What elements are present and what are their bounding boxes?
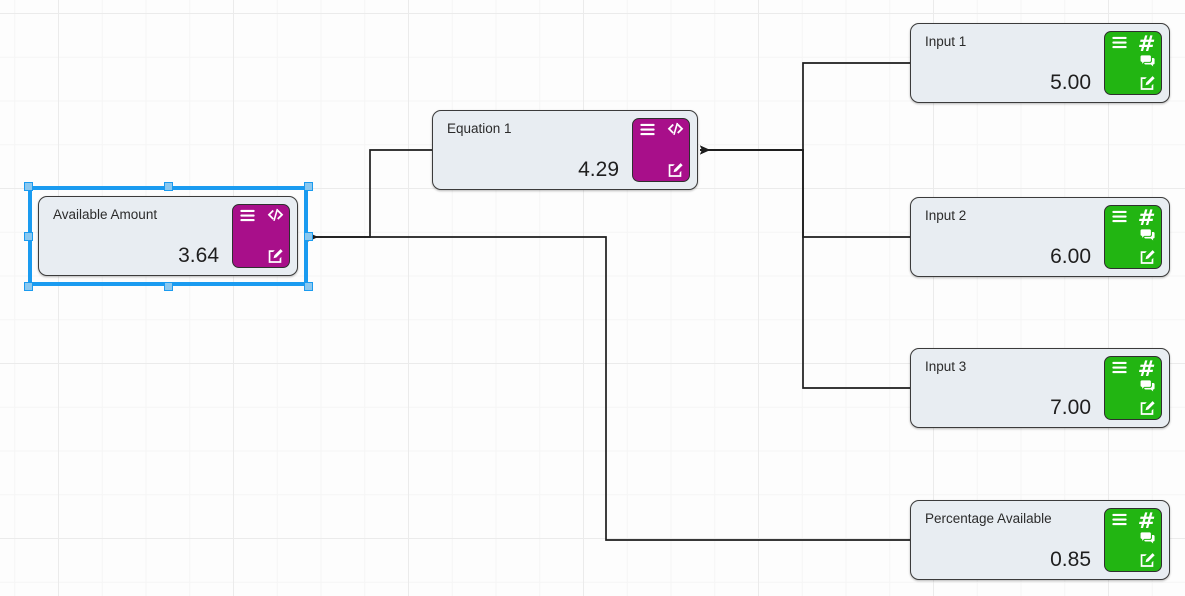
node-icon-panel[interactable] — [1104, 508, 1162, 572]
node-input-3[interactable]: Input 3 7.00 — [910, 348, 1170, 428]
node-icon-panel[interactable] — [1104, 205, 1162, 269]
node-title: Input 3 — [925, 359, 967, 374]
resize-handle-4[interactable] — [303, 231, 313, 241]
node-available-amount[interactable]: Available Amount 3.64 — [38, 196, 298, 276]
node-value: 5.00 — [1050, 71, 1091, 94]
comment-bubbles-icon[interactable] — [1139, 531, 1156, 548]
resize-handle-2[interactable] — [303, 181, 313, 191]
edit-pencil-icon[interactable] — [667, 162, 684, 179]
hash-icon[interactable] — [1138, 34, 1156, 51]
hash-icon[interactable] — [1138, 511, 1156, 528]
node-value: 7.00 — [1050, 396, 1091, 419]
resize-handle-3[interactable] — [23, 231, 33, 241]
edit-pencil-icon[interactable] — [1139, 552, 1156, 569]
code-brackets-icon[interactable] — [267, 207, 284, 224]
edit-pencil-icon[interactable] — [1139, 75, 1156, 92]
edit-pencil-icon[interactable] — [1139, 400, 1156, 417]
node-percentage-available[interactable]: Percentage Available 0.85 — [910, 500, 1170, 580]
comment-bubbles-icon[interactable] — [1139, 379, 1156, 396]
comment-bubbles-icon[interactable] — [1139, 54, 1156, 71]
resize-handle-0[interactable] — [23, 181, 33, 191]
hash-icon[interactable] — [1138, 208, 1156, 225]
hamburger-menu-icon[interactable] — [1111, 359, 1128, 376]
node-equation-1[interactable]: Equation 1 4.29 — [432, 110, 698, 190]
node-title: Percentage Available — [925, 511, 1052, 526]
hamburger-menu-icon[interactable] — [639, 121, 656, 138]
node-title: Input 2 — [925, 208, 967, 223]
node-input-2[interactable]: Input 2 6.00 — [910, 197, 1170, 277]
node-value: 6.00 — [1050, 245, 1091, 268]
comment-bubbles-icon[interactable] — [1139, 228, 1156, 245]
node-icon-panel[interactable] — [1104, 356, 1162, 420]
hamburger-menu-icon[interactable] — [1111, 208, 1128, 225]
edge-equation-1-to-available[interactable] — [308, 149, 432, 242]
edge-input-2-to-equation-1[interactable] — [700, 145, 910, 238]
node-value: 3.64 — [178, 244, 219, 267]
hamburger-menu-icon[interactable] — [1111, 511, 1128, 528]
node-title: Available Amount — [53, 207, 158, 222]
hash-icon[interactable] — [1138, 359, 1156, 376]
code-brackets-icon[interactable] — [667, 121, 684, 138]
edit-pencil-icon[interactable] — [267, 248, 284, 265]
node-icon-panel[interactable] — [1104, 31, 1162, 95]
resize-handle-7[interactable] — [303, 281, 313, 291]
node-value: 0.85 — [1050, 548, 1091, 571]
node-icon-panel[interactable] — [632, 118, 690, 182]
resize-handle-1[interactable] — [163, 181, 173, 191]
edge-input-1-to-equation-1[interactable] — [700, 62, 910, 155]
node-value: 4.29 — [578, 158, 619, 181]
edit-pencil-icon[interactable] — [1139, 249, 1156, 266]
edge-percentage-to-available[interactable] — [308, 232, 910, 541]
node-title: Input 1 — [925, 34, 967, 49]
edge-input-3-to-equation-1[interactable] — [700, 145, 910, 389]
hamburger-menu-icon[interactable] — [239, 207, 256, 224]
node-input-1[interactable]: Input 1 5.00 — [910, 23, 1170, 103]
node-icon-panel[interactable] — [232, 204, 290, 268]
resize-handle-5[interactable] — [23, 281, 33, 291]
hamburger-menu-icon[interactable] — [1111, 34, 1128, 51]
resize-handle-6[interactable] — [163, 281, 173, 291]
node-title: Equation 1 — [447, 121, 512, 136]
